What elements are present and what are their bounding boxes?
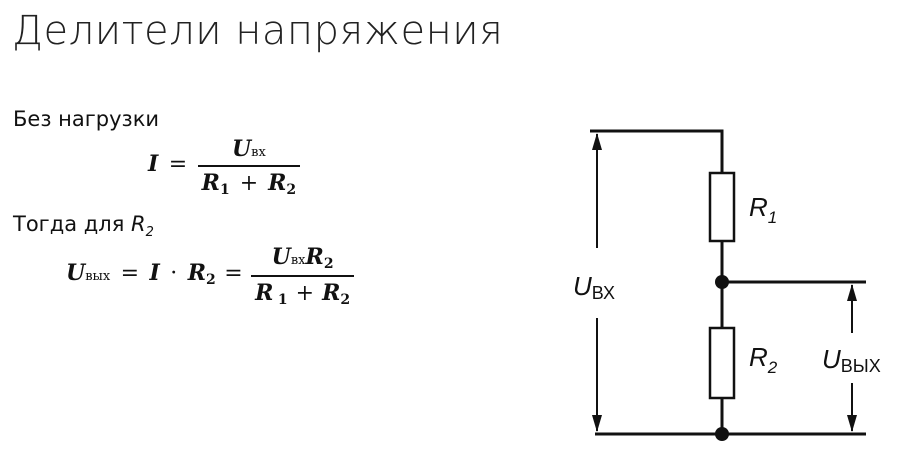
plus: + <box>239 171 259 196</box>
r1-label: R1 <box>749 192 777 227</box>
var-u: U <box>66 260 86 287</box>
sub: 1 <box>219 182 230 198</box>
uout-label: UВЫХ <box>822 344 881 376</box>
sub: вых <box>85 269 111 285</box>
sub: вх <box>290 253 306 268</box>
formula-output-voltage: Uвых = I · R2 = UвхR2 R 1+R2 <box>66 244 355 308</box>
dot: · <box>170 261 178 287</box>
resistor-r2 <box>708 326 736 400</box>
var-r1: R <box>255 280 274 306</box>
fraction: Uвх R1+R2 <box>197 136 301 198</box>
var-i: I <box>149 260 160 287</box>
formula-current: I = Uвх R1+R2 <box>148 136 301 198</box>
equals: = <box>168 152 188 178</box>
var-r2: R <box>305 244 324 270</box>
node-dot <box>715 275 729 289</box>
arrowhead-icon <box>592 133 602 150</box>
equals: = <box>224 261 243 287</box>
section-for-r2: Тогда для R2 <box>13 212 154 240</box>
var-u: U <box>271 244 291 270</box>
var-r: R <box>131 212 146 236</box>
node-dot <box>715 427 729 441</box>
section-no-load: Без нагрузки <box>13 107 160 131</box>
sub: 2 <box>145 225 154 241</box>
var-i: I <box>148 151 159 178</box>
var-r2: R <box>322 280 341 306</box>
arrowhead-icon <box>847 284 857 301</box>
var-r2: R <box>187 260 207 287</box>
slide-title: Делители напряжения <box>12 8 504 54</box>
equals: = <box>120 261 140 287</box>
text: Тогда для <box>13 212 125 236</box>
plus: + <box>295 281 315 306</box>
arrowhead-icon <box>592 415 602 432</box>
fraction: UвхR2 R 1+R2 <box>251 244 355 308</box>
sub: 2 <box>206 272 216 289</box>
wire-top <box>590 129 724 173</box>
r2-label: R2 <box>749 342 778 377</box>
resistor-r1 <box>708 171 736 243</box>
var-u: U <box>231 136 252 162</box>
arrowhead-icon <box>847 415 857 432</box>
var-r1: R <box>201 170 220 196</box>
var-r2: R <box>268 170 287 196</box>
sub: 1 <box>277 292 288 308</box>
sub: 2 <box>340 292 351 308</box>
sub: 2 <box>286 182 297 198</box>
uin-label: UВХ <box>573 271 615 303</box>
sub: 2 <box>323 256 334 272</box>
sub: вх <box>251 145 266 160</box>
